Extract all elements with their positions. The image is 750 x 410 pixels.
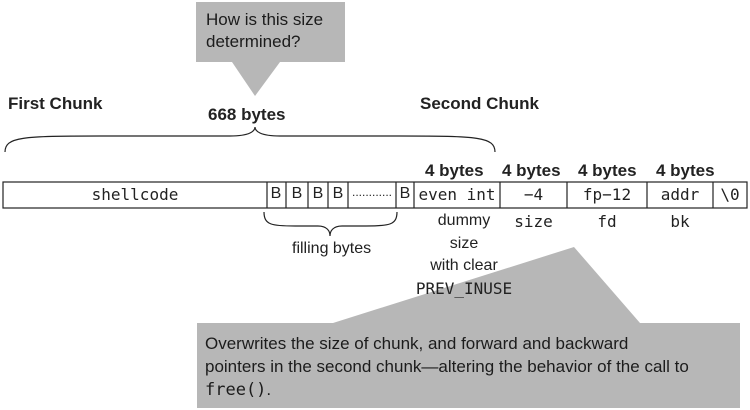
- first-chunk-label: First Chunk: [8, 94, 103, 113]
- minus4-cell: −4: [523, 185, 544, 204]
- prev-inuse-label: PREV_INUSE: [415, 279, 513, 298]
- bytes-header-3: 4 bytes: [578, 161, 637, 180]
- even-int-cell: even int: [418, 185, 496, 204]
- b-cell-5: B: [399, 185, 411, 202]
- bytes-header-2: 4 bytes: [502, 161, 561, 180]
- size-label: size: [514, 212, 553, 231]
- null-cell: \0: [720, 185, 740, 204]
- free-code: free(): [205, 380, 267, 400]
- bytes-header-4: 4 bytes: [656, 161, 715, 180]
- b-cell-1: B: [270, 185, 282, 202]
- dummy-label-line1: dummy: [437, 212, 491, 229]
- chunk-brace: [4, 126, 496, 153]
- fd-label: fd: [597, 212, 617, 231]
- second-chunk-label: Second Chunk: [420, 94, 540, 113]
- top-callout-shape: [196, 2, 345, 96]
- filling-bytes-label: filling bytes: [292, 240, 372, 257]
- filler-dots: ............: [351, 185, 392, 199]
- bytes-header-1: 4 bytes: [425, 161, 484, 180]
- dummy-label-line2: size: [449, 235, 479, 252]
- b-cell-2: B: [291, 185, 303, 202]
- b-cell-4: B: [332, 185, 344, 202]
- fp12-cell: fp−12: [582, 185, 632, 204]
- filling-brace: [263, 211, 398, 237]
- bottom-callout-line2: pointers in the second chunk—altering th…: [205, 357, 689, 376]
- b-cell-3: B: [312, 185, 324, 202]
- callout-period: .: [266, 380, 272, 399]
- dummy-label-line3: with clear: [430, 257, 498, 274]
- shellcode-cell: shellcode: [91, 185, 179, 204]
- size-668-label: 668 bytes: [208, 105, 286, 124]
- memory-row-frame: [2, 181, 748, 209]
- bk-label: bk: [670, 212, 690, 231]
- bottom-callout-line1: Overwrites the size of chunk, and forwar…: [205, 334, 629, 353]
- bottom-callout-line3: free().: [205, 379, 271, 401]
- top-callout-line2: determined?: [206, 32, 301, 51]
- top-callout-line1: How is this size: [206, 10, 324, 29]
- addr-cell: addr: [660, 185, 700, 204]
- memory-row-dividers: [266, 182, 714, 208]
- bottom-callout-shape: [197, 247, 740, 408]
